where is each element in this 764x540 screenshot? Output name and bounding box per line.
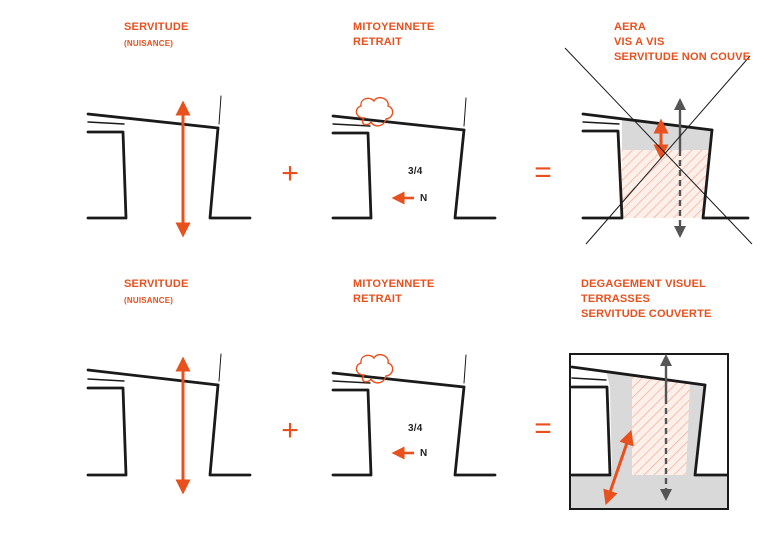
aera-title: AERA <box>614 21 646 33</box>
north-label: N <box>420 448 428 459</box>
tree-icon <box>355 353 394 384</box>
servitude-subtitle: (NUISANCE) <box>124 39 174 48</box>
row1-panel-servitude <box>86 95 252 238</box>
servitude-title: SERVITUDE <box>124 278 189 290</box>
cross-out-lines <box>564 47 753 245</box>
north-label: N <box>420 193 428 204</box>
retrait-title: RETRAIT <box>353 293 403 305</box>
retrait-title: RETRAIT <box>353 36 403 48</box>
building-section-left <box>86 353 252 477</box>
diagonal-view-arrow <box>603 429 634 506</box>
equals-sign: = <box>534 156 552 189</box>
building-section-left <box>86 95 252 220</box>
terrasses-title: TERRASSES <box>581 293 651 305</box>
servitude-non-couve-title: SERVITUDE NON COUVE <box>614 51 751 63</box>
building-section-right <box>570 365 729 477</box>
mitoyennete-title: MITOYENNETE <box>353 21 435 33</box>
ratio-label: 3/4 <box>408 423 423 434</box>
servitude-title: SERVITUDE <box>124 21 189 33</box>
servitude-subtitle: (NUISANCE) <box>124 296 174 305</box>
row1-panel-mitoyennete <box>331 96 497 220</box>
ratio-label: 3/4 <box>408 166 423 177</box>
servitude-couverte-title: SERVITUDE COUVERTE <box>581 308 712 320</box>
building-section-mid <box>331 354 497 477</box>
row2-panel-mitoyennete <box>331 353 497 477</box>
mitoyennete-title: MITOYENNETE <box>353 278 435 290</box>
row2-panel-servitude <box>86 353 252 495</box>
building-section-right <box>581 112 750 220</box>
vis-a-vis-title: VIS A VIS <box>614 36 665 48</box>
degagement-visuel-title: DEGAGEMENT VISUEL <box>581 278 707 290</box>
plus-sign: + <box>281 157 299 190</box>
plus-sign: + <box>281 414 299 447</box>
row1-panel-aera <box>564 47 753 245</box>
tree-icon <box>355 96 394 127</box>
hatched-volume <box>632 375 690 475</box>
building-section-mid <box>331 97 497 220</box>
equals-sign: = <box>534 412 552 445</box>
hatched-volume <box>622 150 710 218</box>
row2-panel-degagement <box>569 353 729 510</box>
